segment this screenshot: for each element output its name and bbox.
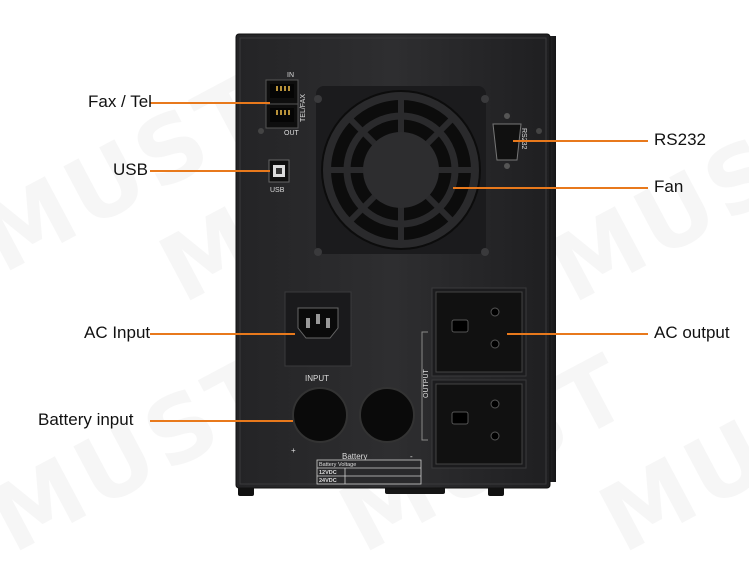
battery-24v-label: 24VDC xyxy=(319,478,337,484)
callout-fan: Fan xyxy=(654,177,684,196)
battery-plus-label: + xyxy=(291,446,296,455)
usb-port xyxy=(268,159,290,183)
input-label: INPUT xyxy=(305,374,329,383)
leader-ac-input xyxy=(150,333,295,335)
callout-battery-input: Battery input xyxy=(38,410,134,429)
tel-out-label: OUT xyxy=(284,130,300,137)
leader-usb xyxy=(150,170,270,172)
usb-label: USB xyxy=(270,187,285,194)
callout-ac-output: AC output xyxy=(654,323,730,342)
output-label: OUTPUT xyxy=(423,369,430,399)
callout-ac-input: AC Input xyxy=(84,323,151,342)
tel-fax-ports xyxy=(265,79,299,129)
ups-rear-panel: IN OUT TEL/FAX USB RS xyxy=(235,33,556,496)
fan xyxy=(314,86,489,256)
battery-minus-label: - xyxy=(410,452,413,461)
leader-rs232 xyxy=(513,140,648,142)
rs232-label: RS232 xyxy=(520,128,527,150)
battery-terminal-positive xyxy=(292,387,348,443)
screw xyxy=(536,128,542,134)
battery-voltage-header: Battery Voltage xyxy=(319,462,356,468)
ac-input-socket xyxy=(284,291,352,367)
screw xyxy=(258,128,264,134)
ac-output-sockets xyxy=(421,287,527,469)
callout-usb: USB xyxy=(113,160,148,179)
battery-12v-label: 12VDC xyxy=(319,470,337,476)
callout-rs232: RS232 xyxy=(654,130,706,149)
tel-fax-label: TEL/FAX xyxy=(300,94,307,122)
leader-ac-output xyxy=(507,333,648,335)
leader-fax-tel xyxy=(150,102,270,104)
battery-terminal-negative xyxy=(359,387,415,443)
tel-in-label: IN xyxy=(287,72,294,79)
leader-fan xyxy=(453,187,648,189)
battery-label: Battery xyxy=(342,452,367,461)
callout-fax-tel: Fax / Tel xyxy=(88,92,152,111)
leader-battery-input xyxy=(150,420,293,422)
rs232-port xyxy=(492,113,522,169)
battery-voltage-table xyxy=(316,459,422,485)
